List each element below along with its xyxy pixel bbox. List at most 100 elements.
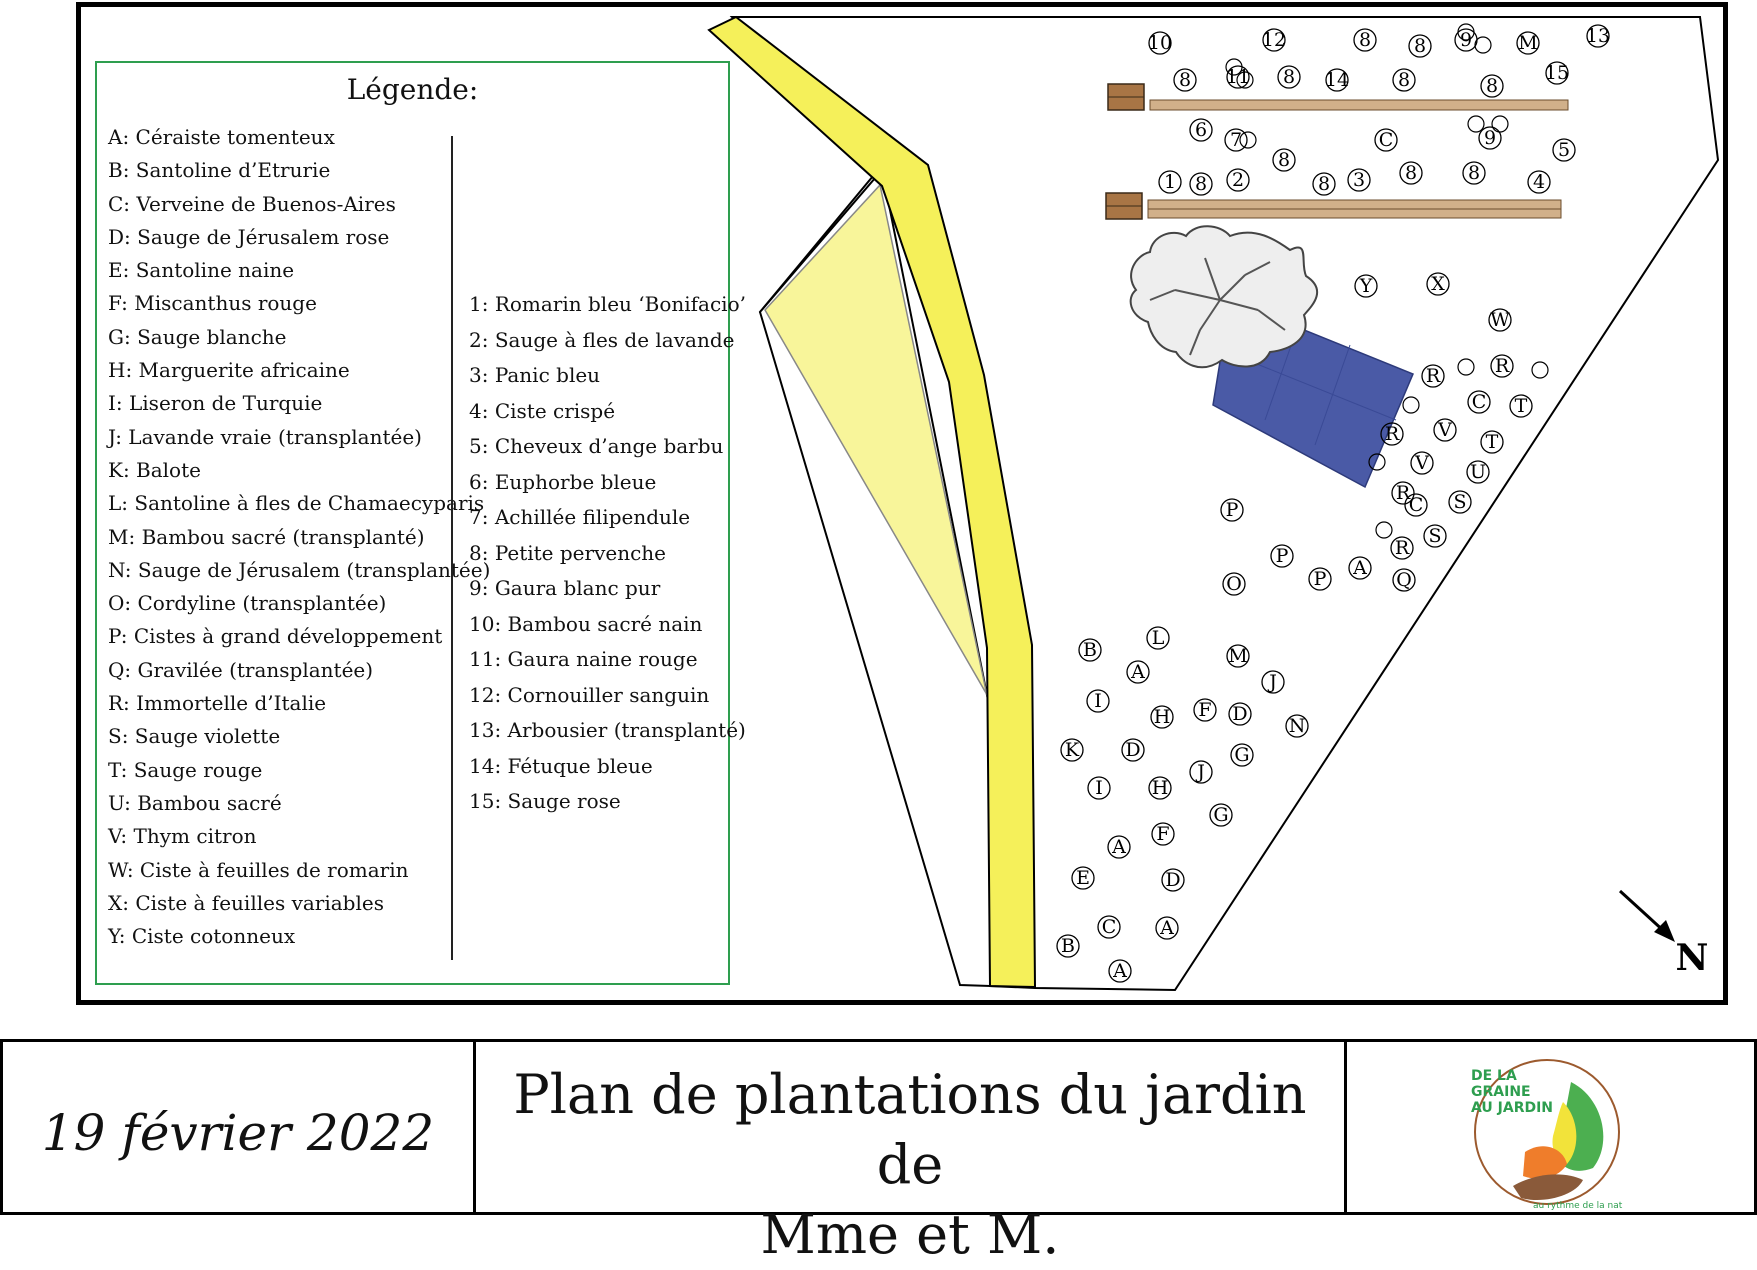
plant-circle xyxy=(1467,115,1485,133)
plant-marker-label: 8 xyxy=(1468,162,1480,184)
plan-title-line1: Plan de plantations du jardin de xyxy=(513,1063,1307,1196)
legend-item: M: Bambou sacré (transplanté) xyxy=(108,524,425,549)
plant-marker-label: V xyxy=(1414,452,1429,474)
plant-marker-label: P xyxy=(1276,545,1289,567)
plant-marker: K xyxy=(1060,738,1084,762)
plant-marker-label: B xyxy=(1061,935,1075,957)
legend-item: A: Céraiste tomenteux xyxy=(108,125,335,149)
plant-marker: 3 xyxy=(1347,168,1371,192)
plant-marker-label: P xyxy=(1226,499,1239,521)
plant-marker: C xyxy=(1097,915,1121,939)
legend-item: V: Thym citron xyxy=(108,824,257,849)
legend-item: U: Bambou sacré xyxy=(108,790,282,815)
legend-divider xyxy=(451,136,453,960)
plant-marker: J xyxy=(1189,760,1213,784)
plan-title-line2: Mme et M. xyxy=(760,1203,1060,1266)
plant-marker: Y xyxy=(1354,274,1378,298)
plant-marker: 4 xyxy=(1527,170,1551,194)
plant-marker-label: 14 xyxy=(1325,69,1349,91)
plant-marker-label: U xyxy=(1470,461,1486,483)
plant-marker: 8 xyxy=(1277,65,1301,89)
legend-item: C: Verveine de Buenos-Aires xyxy=(108,191,396,216)
plant-marker: Q xyxy=(1392,568,1416,592)
plant-marker: 10 xyxy=(1148,31,1172,55)
plant-marker: R xyxy=(1421,364,1445,388)
plant-marker: I xyxy=(1087,776,1111,800)
plant-marker: D xyxy=(1228,702,1252,726)
plant-marker: 8 xyxy=(1392,68,1416,92)
plant-marker: V xyxy=(1410,451,1434,475)
plant-marker: 14 xyxy=(1325,68,1349,92)
plant-marker-label: A xyxy=(1112,960,1127,982)
legend-item: 15: Sauge rose xyxy=(469,789,621,813)
plant-marker-label: Q xyxy=(1396,569,1412,591)
legend-item: 1: Romarin bleu ‘Bonifacio’ xyxy=(469,292,746,316)
plant-marker-label: Y xyxy=(1359,275,1373,297)
plant-marker-label: R xyxy=(1385,423,1400,445)
raised-bed-top xyxy=(1149,99,1569,111)
plant-marker: 8 xyxy=(1173,68,1197,92)
plant-marker-label: 2 xyxy=(1232,169,1244,191)
plant-marker: 8 xyxy=(1408,34,1432,58)
plant-marker-label: M xyxy=(1518,32,1537,54)
plant-circle xyxy=(1402,396,1420,414)
plant-marker: A xyxy=(1348,556,1372,580)
plant-marker-label: R xyxy=(1495,355,1510,377)
legend-item: D: Sauge de Jérusalem rose xyxy=(108,224,390,249)
plant-marker: C xyxy=(1374,128,1398,152)
legend-item: 12: Cornouiller sanguin xyxy=(469,682,710,707)
legend-item: O: Cordyline (transplantée) xyxy=(108,591,387,616)
plant-marker: A xyxy=(1108,959,1132,983)
logo-line2: GRAINE xyxy=(1471,1084,1531,1100)
compass-arrowhead xyxy=(1654,920,1675,942)
plant-marker: 12 xyxy=(1262,28,1286,52)
plant-circle xyxy=(1225,58,1243,76)
plant-marker-label: D xyxy=(1125,739,1140,761)
plant-marker: A xyxy=(1155,916,1179,940)
date-cell: 19 février 2022 xyxy=(3,1042,476,1212)
plant-marker: A xyxy=(1126,660,1150,684)
plant-marker-label: 8 xyxy=(1414,35,1426,57)
plant-marker-label: 9 xyxy=(1484,127,1496,149)
plant-marker-label: 3 xyxy=(1353,169,1365,191)
plant-marker: 1 xyxy=(1158,170,1182,194)
legend-item: 9: Gaura blanc pur xyxy=(469,576,661,600)
plant-circle xyxy=(1457,23,1475,41)
plant-marker-label: C xyxy=(1102,916,1117,938)
plant-marker: P xyxy=(1270,544,1294,568)
plant-marker-label: 8 xyxy=(1195,173,1207,195)
plant-marker: 9 xyxy=(1478,126,1502,150)
plant-marker-label: S xyxy=(1453,491,1466,513)
plant-marker: O xyxy=(1222,572,1246,596)
plant-marker: F xyxy=(1151,822,1175,846)
plant-marker-label: A xyxy=(1111,836,1126,858)
plant-marker-label: K xyxy=(1065,739,1080,761)
plant-marker-label: F xyxy=(1156,823,1169,845)
plant-marker: V xyxy=(1433,418,1457,442)
legend-item: 13: Arbousier (transplanté) xyxy=(469,718,746,742)
plant-marker: R xyxy=(1490,354,1514,378)
plant-marker: X xyxy=(1426,272,1450,296)
plant-marker-label: J xyxy=(1267,671,1277,693)
plant-marker: 8 xyxy=(1480,74,1504,98)
plant-marker: P xyxy=(1220,498,1244,522)
plant-marker-label: T xyxy=(1486,431,1499,453)
plant-marker: 8 xyxy=(1462,161,1486,185)
logo-line1: DE LA xyxy=(1471,1068,1517,1084)
legend-item: H: Marguerite africaine xyxy=(108,358,350,383)
plant-circle xyxy=(1491,115,1509,133)
plant-marker-label: X xyxy=(1431,273,1445,295)
plant-marker-label: H xyxy=(1154,706,1171,728)
plant-marker: H xyxy=(1150,705,1174,729)
legend-item: Y: Ciste cotonneux xyxy=(108,924,296,949)
plant-marker: 15 xyxy=(1545,61,1569,85)
plant-marker: G xyxy=(1209,803,1233,827)
plant-marker: M xyxy=(1226,644,1250,668)
legend-item: P: Cistes à grand développement xyxy=(108,624,443,649)
plant-marker: 13 xyxy=(1586,24,1610,48)
plant-marker: C xyxy=(1467,390,1491,414)
plant-marker-label: 10 xyxy=(1148,32,1172,54)
plant-marker: W xyxy=(1488,308,1512,332)
